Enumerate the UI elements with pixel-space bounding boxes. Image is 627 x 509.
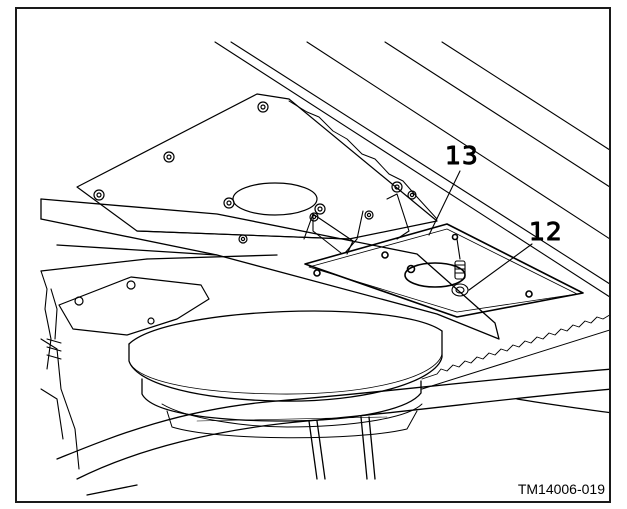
callout-13: 13 xyxy=(445,141,479,170)
figure-frame: 13 12 TM14006-019 xyxy=(15,7,611,503)
bracket-hangers xyxy=(303,193,410,255)
ring-gear-teeth xyxy=(421,314,609,380)
upper-cover-plate xyxy=(76,93,438,244)
bolt-12 xyxy=(451,238,469,297)
frame-rails xyxy=(214,41,609,298)
upper-access-hole xyxy=(232,182,318,216)
swing-bearing xyxy=(128,310,443,439)
figure-id: TM14006-019 xyxy=(517,481,605,497)
lower-frame xyxy=(56,368,609,496)
ring-gear-base xyxy=(421,329,609,390)
serrated-edge xyxy=(288,100,438,220)
main-beams xyxy=(40,198,500,340)
callout-leaders xyxy=(428,170,533,291)
technical-illustration: 13 12 xyxy=(40,41,609,496)
leader-12 xyxy=(468,243,533,291)
left-small-plate xyxy=(58,276,210,336)
leader-13 xyxy=(428,170,461,236)
left-frame xyxy=(40,270,80,470)
callout-12: 12 xyxy=(529,217,563,246)
